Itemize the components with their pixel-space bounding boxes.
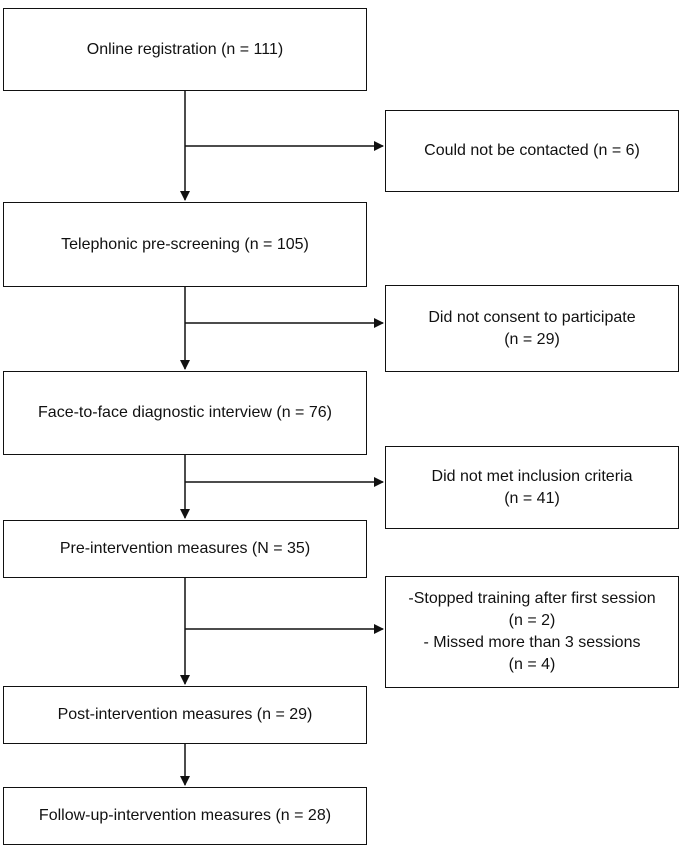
exclusion-no-consent: Did not consent to participate (n = 29) [385, 285, 679, 372]
exclusion-count: (n = 41) [504, 489, 560, 507]
exclusion-text: Could not be contacted (n = 6) [424, 142, 640, 159]
step-online-registration: Online registration (n = 111) [3, 8, 367, 91]
exclusion-count: (n = 4) [508, 656, 556, 673]
step-label: Online registration (n = 111) [86, 40, 284, 58]
step-post-intervention: Post-intervention measures (n = 29) [3, 686, 367, 744]
step-pre-intervention: Pre-intervention measures (N = 35) [3, 520, 367, 578]
step-label: Follow-up-intervention measures (n = 28) [38, 807, 332, 824]
exclusion-text: Did not met inclusion criteria [431, 467, 633, 485]
exclusion-dropouts: -Stopped training after first session (n… [385, 576, 679, 688]
step-diagnostic-interview: Face-to-face diagnostic interview (n = 7… [3, 371, 367, 455]
step-label: Pre-intervention measures (N = 35) [59, 540, 311, 557]
exclusion-inclusion-criteria: Did not met inclusion criteria (n = 41) [385, 446, 679, 529]
exclusion-text: - Missed more than 3 sessions [423, 634, 641, 651]
step-telephonic-prescreening: Telephonic pre-screening (n = 105) [3, 202, 367, 287]
step-label: Post-intervention measures (n = 29) [57, 706, 313, 723]
exclusion-text: Did not consent to participate [428, 308, 636, 326]
exclusion-not-contacted: Could not be contacted (n = 6) [385, 110, 679, 192]
step-label: Telephonic pre-screening (n = 105) [61, 235, 309, 253]
step-follow-up: Follow-up-intervention measures (n = 28) [3, 787, 367, 845]
step-label: Face-to-face diagnostic interview (n = 7… [38, 404, 332, 421]
exclusion-count: (n = 2) [508, 612, 556, 629]
exclusion-count: (n = 29) [504, 330, 560, 348]
exclusion-text: -Stopped training after first session [408, 590, 656, 607]
